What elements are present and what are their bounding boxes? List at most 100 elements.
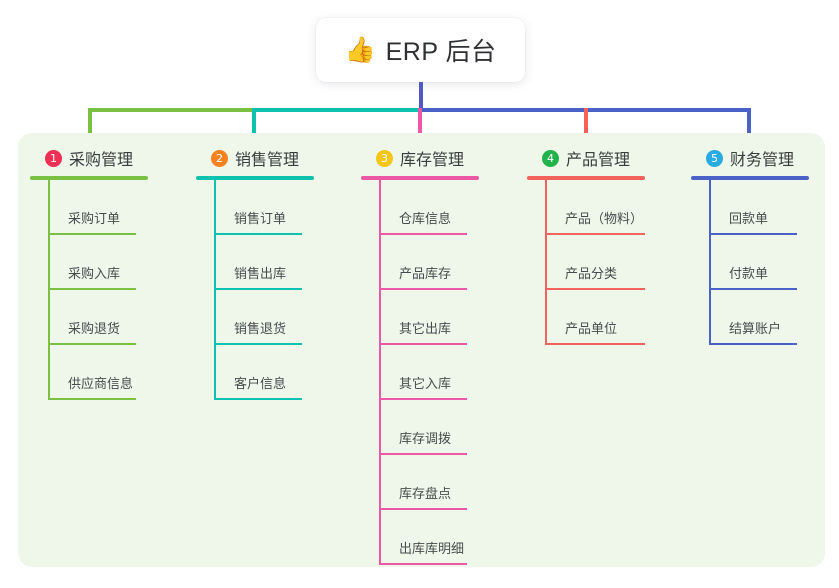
leaf-underline xyxy=(48,288,136,290)
branch-header-库存管理[interactable]: 3 库存管理 xyxy=(361,146,479,170)
leaf-underline xyxy=(214,343,302,345)
branch-drop-1 xyxy=(88,108,92,144)
leaf-node[interactable]: 销售退货 xyxy=(214,290,314,345)
leaf-label: 出库库明细 xyxy=(399,541,465,556)
branch-label: 销售管理 xyxy=(235,152,300,169)
branch-underline xyxy=(30,176,148,180)
branch-badge-5: 5 xyxy=(706,149,723,167)
leaf-underline xyxy=(379,508,467,510)
branches-panel xyxy=(18,133,825,567)
bus-segment-2 xyxy=(252,108,420,112)
branch-leaf-list: 采购订单采购入库采购退货供应商信息 xyxy=(48,180,148,400)
leaf-label: 产品单位 xyxy=(565,321,618,336)
leaf-label: 其它出库 xyxy=(399,321,452,336)
leaf-underline xyxy=(709,288,797,290)
root-node-card[interactable]: 👍 ERP 后台 xyxy=(316,18,525,82)
branch-underline xyxy=(361,176,479,180)
leaf-underline xyxy=(709,233,797,235)
leaf-underline xyxy=(379,233,467,235)
root-stem-connector xyxy=(419,82,423,112)
leaf-node[interactable]: 回款单 xyxy=(709,180,809,235)
leaf-label: 产品（物料） xyxy=(565,211,644,226)
leaf-node[interactable]: 供应商信息 xyxy=(48,345,148,400)
bus-segment-1 xyxy=(88,108,254,112)
leaf-underline xyxy=(545,343,645,345)
leaf-underline xyxy=(379,563,467,565)
leaf-node[interactable]: 付款单 xyxy=(709,235,809,290)
branch-leaf-list: 产品（物料） 产品分类产品单位 xyxy=(545,180,645,345)
leaf-underline xyxy=(379,453,467,455)
leaf-underline xyxy=(214,288,302,290)
branch-trunk-line xyxy=(214,180,216,400)
leaf-label: 供应商信息 xyxy=(68,376,134,391)
leaf-node[interactable]: 结算账户 xyxy=(709,290,809,345)
branch-column-库存管理: 3 库存管理仓库信息产品库存其它出库其它入库库存调拨库存盘点出库库明细 xyxy=(361,146,479,565)
root-node-title: ERP 后台 xyxy=(385,38,497,66)
leaf-underline xyxy=(379,398,467,400)
branch-trunk-line xyxy=(545,180,547,345)
leaf-underline xyxy=(214,398,302,400)
leaf-node[interactable]: 其它入库 xyxy=(379,345,479,400)
branch-drop-2 xyxy=(252,108,256,144)
leaf-underline xyxy=(379,343,467,345)
thumbs-up-icon: 👍 xyxy=(344,35,376,64)
leaf-label: 销售出库 xyxy=(234,266,287,281)
leaf-label: 付款单 xyxy=(729,266,769,281)
leaf-node[interactable]: 客户信息 xyxy=(214,345,314,400)
branch-label: 库存管理 xyxy=(400,152,465,169)
branch-drop-4 xyxy=(584,108,588,144)
branch-leaf-list: 回款单付款单结算账户 xyxy=(709,180,809,345)
leaf-underline xyxy=(214,233,302,235)
branch-leaf-list: 销售订单销售出库销售退货客户信息 xyxy=(214,180,314,400)
leaf-node[interactable]: 其它出库 xyxy=(379,290,479,345)
branch-underline xyxy=(691,176,809,180)
leaf-label: 采购入库 xyxy=(68,266,121,281)
leaf-underline xyxy=(48,343,136,345)
branch-trunk-line xyxy=(48,180,50,400)
leaf-node[interactable]: 库存盘点 xyxy=(379,455,479,510)
leaf-node[interactable]: 产品单位 xyxy=(545,290,645,345)
branch-label: 财务管理 xyxy=(730,152,795,169)
leaf-node[interactable]: 采购退货 xyxy=(48,290,148,345)
leaf-underline xyxy=(709,343,797,345)
leaf-label: 仓库信息 xyxy=(399,211,452,226)
leaf-label: 产品库存 xyxy=(399,266,452,281)
leaf-node[interactable]: 销售出库 xyxy=(214,235,314,290)
leaf-underline xyxy=(379,288,467,290)
leaf-node[interactable]: 采购入库 xyxy=(48,235,148,290)
leaf-node[interactable]: 采购订单 xyxy=(48,180,148,235)
leaf-label: 回款单 xyxy=(729,211,769,226)
leaf-label: 产品分类 xyxy=(565,266,618,281)
leaf-label: 采购订单 xyxy=(68,211,121,226)
leaf-node[interactable]: 产品分类 xyxy=(545,235,645,290)
leaf-node[interactable]: 库存调拨 xyxy=(379,400,479,455)
branch-badge-3: 3 xyxy=(376,149,393,167)
leaf-node[interactable]: 产品库存 xyxy=(379,235,479,290)
leaf-label: 库存盘点 xyxy=(399,486,452,501)
leaf-underline xyxy=(545,288,645,290)
leaf-label: 客户信息 xyxy=(234,376,287,391)
leaf-node[interactable]: 仓库信息 xyxy=(379,180,479,235)
branch-trunk-line xyxy=(379,180,381,565)
branch-underline xyxy=(196,176,314,180)
branch-underline xyxy=(527,176,645,180)
leaf-underline xyxy=(48,398,136,400)
branch-label: 产品管理 xyxy=(566,152,631,169)
leaf-underline xyxy=(48,233,136,235)
branch-label: 采购管理 xyxy=(69,152,134,169)
leaf-label: 库存调拨 xyxy=(399,431,452,446)
leaf-node[interactable]: 出库库明细 xyxy=(379,510,479,565)
branch-drop-5 xyxy=(747,108,751,144)
branch-column-财务管理: 5 财务管理回款单付款单结算账户 xyxy=(691,146,809,345)
branch-header-财务管理[interactable]: 5 财务管理 xyxy=(691,146,809,170)
leaf-node[interactable]: 产品（物料） xyxy=(545,180,645,235)
leaf-node[interactable]: 销售订单 xyxy=(214,180,314,235)
leaf-label: 销售退货 xyxy=(234,321,287,336)
